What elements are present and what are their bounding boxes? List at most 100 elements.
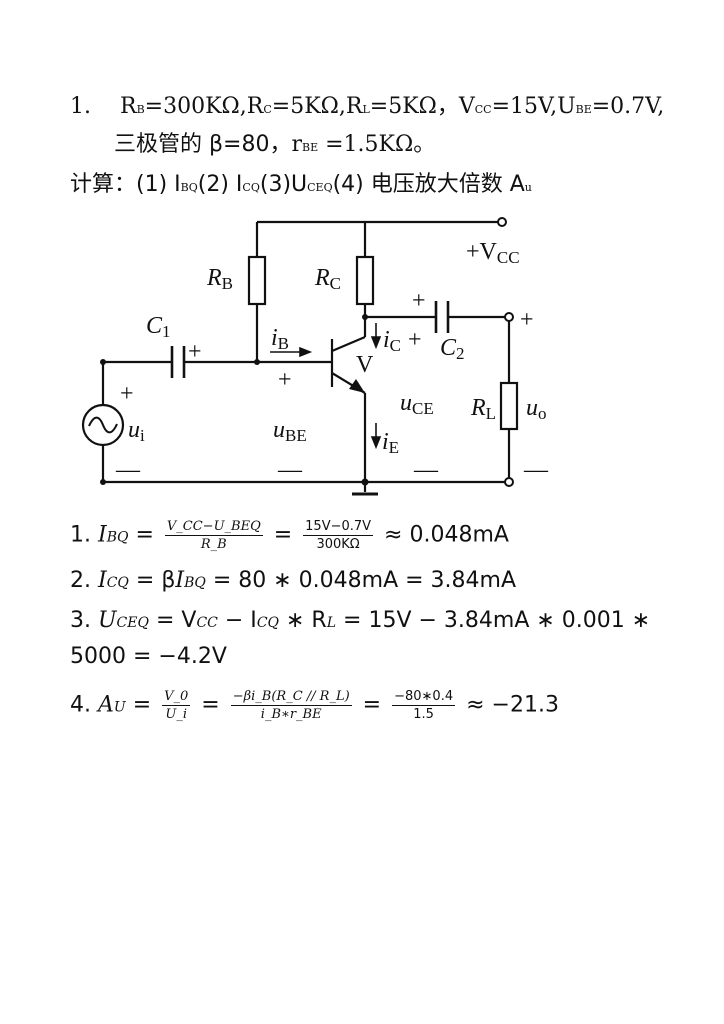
circuit-wires <box>101 220 511 496</box>
ask-uceq-sub: CEQ <box>307 181 333 194</box>
solution-step-2: 2. ICQ = βIBQ = 80 ∗ 0.048mA = 3.84mA <box>70 570 516 592</box>
step-2-expr1: = β <box>128 568 176 593</box>
step-4-number: 4. <box>70 692 91 718</box>
ib-label: iB <box>271 325 289 353</box>
step-2-lhs-sub: CQ <box>106 575 129 591</box>
ie-arrow-icon <box>370 423 382 450</box>
capacitor-c1 <box>170 346 186 378</box>
step-3-number: 3. <box>70 608 91 633</box>
step-3-expr3: ∗ R <box>279 608 327 633</box>
resistor-rl <box>499 381 519 431</box>
capacitor-c2 <box>434 301 450 333</box>
step-1-result: ≈ 0.048mA <box>377 522 509 548</box>
step-2-mid-sub: BQ <box>184 575 206 591</box>
beta-given: 三极管的 β=80， <box>114 132 292 157</box>
step-4-result: ≈ −21.3 <box>459 692 559 718</box>
step-1-lhs: I <box>98 522 107 548</box>
ac-source-icon <box>81 403 125 447</box>
ui-label: ui <box>128 417 145 445</box>
rb-label: RB <box>206 265 233 293</box>
step-2-expr2: = 80 ∗ 0.048mA = 3.84mA <box>205 568 517 593</box>
ask-au-sub: u <box>524 181 532 194</box>
ube-plus: + <box>278 367 292 393</box>
rc-label: RC <box>314 265 341 293</box>
step-1-number: 1. <box>70 522 91 548</box>
step-3-r-sub: L <box>326 615 337 631</box>
c1-label: C1 <box>146 313 171 341</box>
ask-icq-sub: CQ <box>242 181 260 194</box>
c1-plus: + <box>188 339 202 365</box>
output-plus: + <box>520 307 534 333</box>
c2-label: C2 <box>440 335 465 363</box>
step-3-expr4: = 15V − 3.84mA ∗ 0.001 ∗ <box>336 608 651 633</box>
uo-minus: — <box>523 457 549 483</box>
step-1-eq: = <box>128 522 161 548</box>
step-4-fraction-2: −βi_B(R_C // R_L)i_B∗r_BE <box>230 689 352 722</box>
solution-step-3: 3. UCEQ = VCC − ICQ ∗ RL = 15V − 3.84mA … <box>70 610 650 632</box>
ic-label: iC <box>383 327 401 355</box>
ic-arrow-icon <box>370 323 382 350</box>
given-rb: RB=300KΩ, <box>120 94 247 119</box>
problem-number: 1. <box>70 94 91 119</box>
vcc-label: +VCC <box>466 239 520 267</box>
emitter-arrow-icon <box>349 379 365 393</box>
ask-part-1: 计算：(1) I <box>70 172 181 197</box>
vcc-terminal <box>497 217 507 227</box>
step-3-expr1: = V <box>148 608 197 633</box>
ask-ibq-sub: BQ <box>180 181 198 194</box>
step-2-lhs: I <box>98 568 107 593</box>
c2-plus-top: + <box>412 288 426 314</box>
step-2-mid: I <box>175 568 185 593</box>
uce-label: uCE <box>400 390 434 418</box>
step-4-eq: = <box>125 692 159 718</box>
step-3-expr2: − I <box>217 608 257 633</box>
ground-node <box>361 478 369 486</box>
given-vcc: VCC=15V, <box>458 94 558 119</box>
given-rbe: rBE =1.5KΩ。 <box>291 132 436 157</box>
ask-part-3: (3)U <box>259 172 308 197</box>
ube-label: uBE <box>273 417 307 445</box>
ui-plus: + <box>120 381 134 407</box>
step-3-line2: 5000 = −4.2V <box>70 644 227 669</box>
ground-left-node <box>100 479 106 485</box>
resistor-rc <box>355 255 375 306</box>
output-terminal-top <box>504 312 514 322</box>
uo-label: uo <box>526 395 547 423</box>
ie-label: iE <box>382 429 399 457</box>
given-ube: UBE=0.7V, <box>557 94 665 119</box>
step-1-eq2: = <box>266 522 300 548</box>
step-4-eq2: = <box>194 692 227 718</box>
given-rl: RL=5KΩ， <box>345 94 459 119</box>
step-4-lhs: A <box>98 692 114 718</box>
rl-label: RL <box>470 395 496 423</box>
output-terminal-bottom <box>504 477 514 487</box>
ask-part-2: (2) I <box>197 172 243 197</box>
step-3-lhs: U <box>98 608 117 633</box>
resistor-rb <box>247 255 267 306</box>
c2-plus-left: + <box>408 327 422 353</box>
transistor-label: V <box>356 352 374 378</box>
problem-ask: 计算：(1) IBQ(2) ICQ(3)UCEQ(4) 电压放大倍数 Au <box>70 174 532 196</box>
given-rc: RC=5KΩ, <box>246 94 346 119</box>
collector-node <box>362 314 368 320</box>
ui-minus: — <box>115 457 141 483</box>
solution-step-3-continued: 5000 = −4.2V <box>70 646 227 668</box>
ib-arrow-icon <box>270 346 313 358</box>
circuit-diagram: +VCC RB RC C1 + iB iC + + C2 + V + + ui … <box>81 217 549 496</box>
step-2-number: 2. <box>70 568 91 593</box>
step-1-lhs-sub: BQ <box>106 529 129 546</box>
ube-minus: — <box>277 457 303 483</box>
uce-minus: — <box>413 457 439 483</box>
base-node <box>254 359 260 365</box>
step-3-i-sub: CQ <box>256 615 280 631</box>
step-4-eq3: = <box>355 692 389 718</box>
step-3-lhs-sub: CEQ <box>116 615 149 631</box>
input-node <box>100 359 106 365</box>
step-3-v-sub: CC <box>196 615 218 631</box>
